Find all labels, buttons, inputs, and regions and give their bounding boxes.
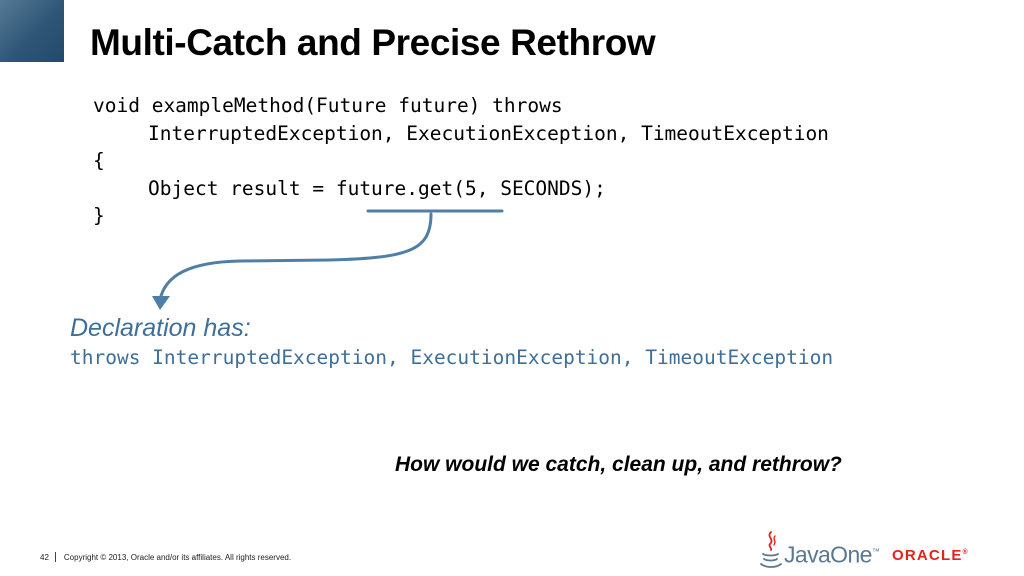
code-line: { <box>93 149 105 172</box>
code-block: void exampleMethod(Future future) throws… <box>93 92 829 230</box>
javaone-logo: JavaOne™ <box>760 530 880 570</box>
slide-title: Multi-Catch and Precise Rethrow <box>90 22 656 63</box>
copyright-text: Copyright © 2013, Oracle and/or its affi… <box>63 552 292 562</box>
arrow-head-icon <box>152 296 170 310</box>
declaration-code: throws InterruptedException, ExecutionEx… <box>70 346 834 369</box>
question-text: How would we catch, clean up, and rethro… <box>395 453 842 476</box>
declaration-label: Declaration has: <box>70 314 251 342</box>
javaone-wordmark: JavaOne™ <box>784 542 880 568</box>
code-line: void exampleMethod(Future future) throws <box>93 94 563 117</box>
java-cup-icon <box>760 531 782 568</box>
slide-footer: 42 Copyright © 2013, Oracle and/or its a… <box>40 552 291 562</box>
oracle-logo: ORACLE® <box>892 547 969 564</box>
page-number: 42 <box>40 552 49 562</box>
footer-divider <box>54 552 56 562</box>
corner-accent-block <box>0 0 64 62</box>
code-line: } <box>93 204 105 227</box>
code-line: Object result = future.get(5, SECONDS); <box>148 176 606 200</box>
code-line: InterruptedException, ExecutionException… <box>148 121 829 145</box>
